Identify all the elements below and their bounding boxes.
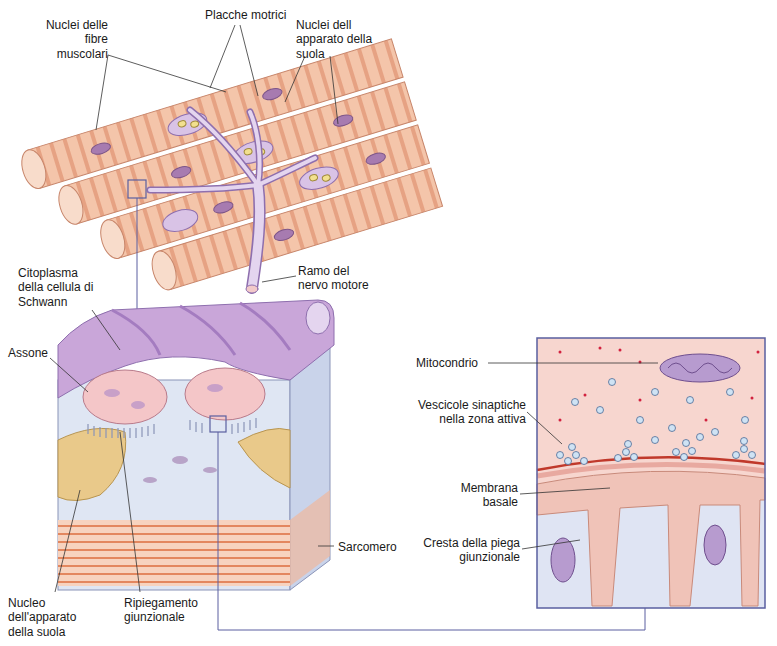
leader-lines bbox=[50, 25, 658, 592]
part-label: Nucleo dell'apparato della suola bbox=[8, 596, 92, 639]
muscle-fibers bbox=[17, 39, 442, 321]
part-label: Vescicole sinaptiche nella zona attiva bbox=[414, 398, 526, 427]
part-label: Cresta della piega giunzionale bbox=[398, 536, 520, 565]
part-label: Sarcomero bbox=[338, 540, 408, 554]
part-label: Assone bbox=[8, 346, 58, 360]
part-label: Membrana basale bbox=[430, 481, 518, 510]
part-label: Citoplasma della cellula di Schwann bbox=[18, 266, 96, 309]
part-label: Nuclei dell apparato della suola bbox=[296, 18, 382, 61]
part-label: Nuclei delle fibre muscolari bbox=[32, 18, 108, 61]
part-label: Ramo del nervo motore bbox=[298, 264, 378, 293]
motor-nerve bbox=[150, 110, 315, 293]
synapse-inset bbox=[537, 338, 765, 608]
part-label: Mitocondrio bbox=[416, 356, 488, 370]
part-label: Ripiegamento giunzionale bbox=[124, 596, 208, 625]
zoom-marker bbox=[128, 180, 146, 312]
